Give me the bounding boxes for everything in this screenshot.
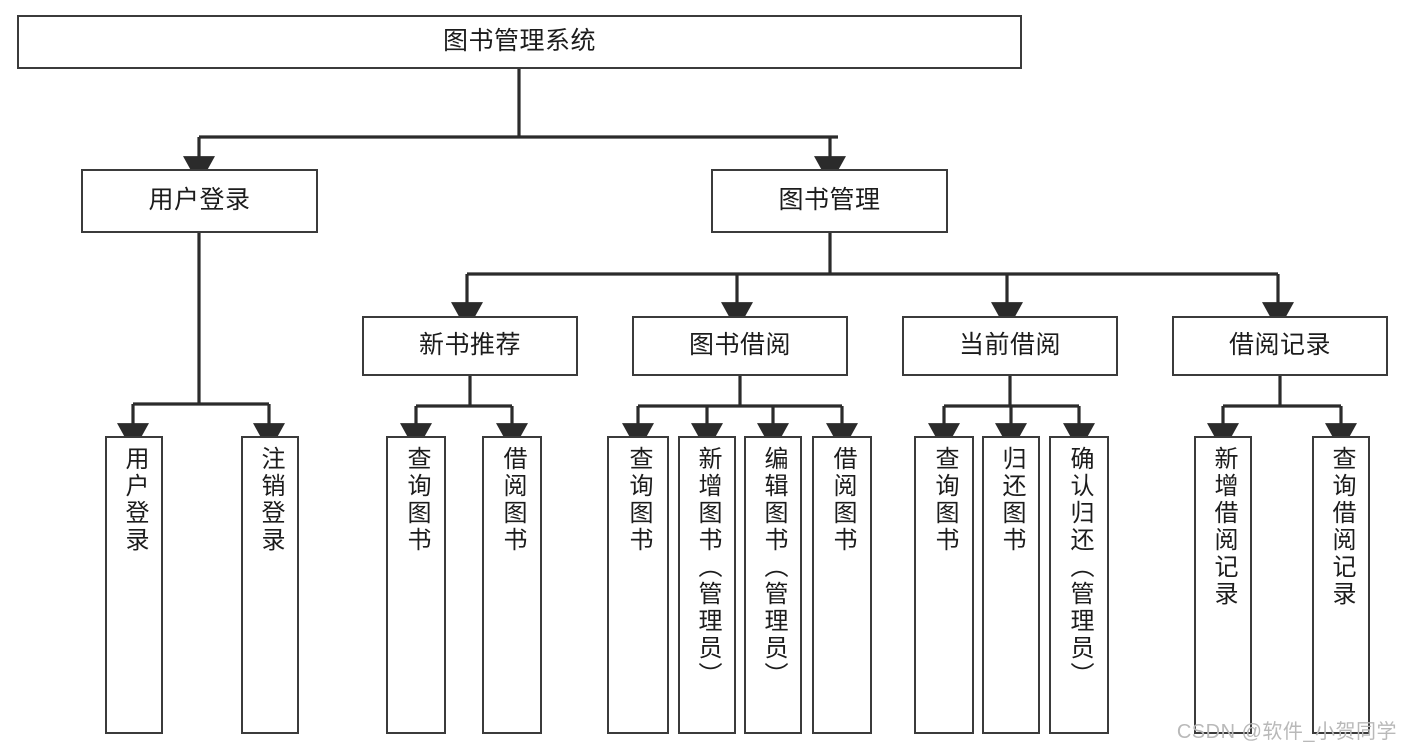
node-leaf-logout-login[interactable]: 注销登录 xyxy=(241,436,299,734)
node-leaf-query-book-1-label: 查询图书 xyxy=(403,446,430,554)
node-leaf-logout-login-label: 注销登录 xyxy=(257,446,284,554)
node-leaf-borrow-book-2[interactable]: 借阅图书 xyxy=(812,436,872,734)
node-leaf-confirm-return-admin[interactable]: 确认归还（管理员） xyxy=(1049,436,1109,734)
node-leaf-add-book-admin-label: 新增图书（管理员） xyxy=(694,446,721,689)
node-leaf-query-book-2-label: 查询图书 xyxy=(625,446,652,554)
node-leaf-user-login-label: 用户登录 xyxy=(121,446,148,554)
node-leaf-confirm-return-admin-label: 确认归还（管理员） xyxy=(1066,446,1093,689)
node-leaf-add-book-admin[interactable]: 新增图书（管理员） xyxy=(678,436,736,734)
node-leaf-query-book-3-label: 查询图书 xyxy=(931,446,958,554)
watermark-text: CSDN @软件_小贺同学 xyxy=(1176,721,1397,743)
node-leaf-borrow-book-1[interactable]: 借阅图书 xyxy=(482,436,542,734)
node-borrow-record[interactable]: 借阅记录 xyxy=(1172,316,1388,376)
node-current-borrow-label: 当前借阅 xyxy=(958,331,1061,360)
node-book-management[interactable]: 图书管理 xyxy=(711,169,948,233)
node-leaf-add-borrow-record[interactable]: 新增借阅记录 xyxy=(1194,436,1252,734)
node-borrow-record-label: 借阅记录 xyxy=(1228,331,1331,360)
node-leaf-edit-book-admin-label: 编辑图书（管理员） xyxy=(760,446,787,689)
node-leaf-query-book-1[interactable]: 查询图书 xyxy=(386,436,446,734)
node-root-label: 图书管理系统 xyxy=(442,27,596,56)
node-leaf-return-book[interactable]: 归还图书 xyxy=(982,436,1040,734)
node-leaf-query-borrow-record[interactable]: 查询借阅记录 xyxy=(1312,436,1370,734)
node-leaf-borrow-book-1-label: 借阅图书 xyxy=(499,446,526,554)
node-leaf-return-book-label: 归还图书 xyxy=(998,446,1025,554)
node-book-management-label: 图书管理 xyxy=(778,186,881,215)
node-current-borrow[interactable]: 当前借阅 xyxy=(902,316,1118,376)
node-user-login[interactable]: 用户登录 xyxy=(81,169,318,233)
node-leaf-add-borrow-record-label: 新增借阅记录 xyxy=(1210,446,1237,608)
node-leaf-query-book-3[interactable]: 查询图书 xyxy=(914,436,974,734)
node-book-borrow-label: 图书借阅 xyxy=(688,331,791,360)
node-new-book-recommend-label: 新书推荐 xyxy=(418,331,521,360)
node-leaf-user-login[interactable]: 用户登录 xyxy=(105,436,163,734)
node-user-login-label: 用户登录 xyxy=(148,186,251,215)
node-leaf-borrow-book-2-label: 借阅图书 xyxy=(829,446,856,554)
node-leaf-query-book-2[interactable]: 查询图书 xyxy=(607,436,669,734)
node-leaf-edit-book-admin[interactable]: 编辑图书（管理员） xyxy=(744,436,802,734)
node-book-borrow[interactable]: 图书借阅 xyxy=(632,316,848,376)
node-root[interactable]: 图书管理系统 xyxy=(17,15,1022,69)
node-leaf-query-borrow-record-label: 查询借阅记录 xyxy=(1328,446,1355,608)
node-new-book-recommend[interactable]: 新书推荐 xyxy=(362,316,578,376)
